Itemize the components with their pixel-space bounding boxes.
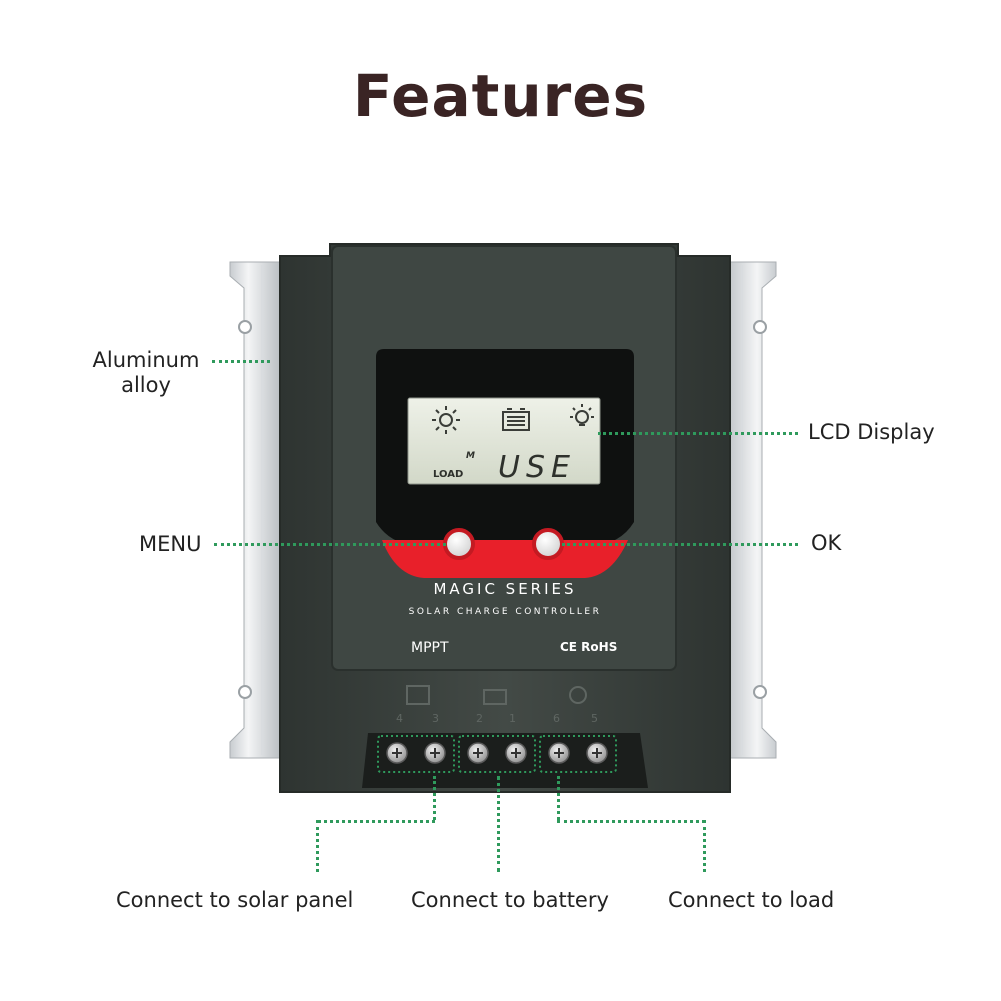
load-callout-line xyxy=(703,820,706,872)
battery-symbol-icon xyxy=(483,689,507,705)
solar-panel-symbol-icon xyxy=(406,685,430,705)
load-callout-line xyxy=(557,776,560,820)
ok-callout-line xyxy=(562,543,798,546)
series-label: MAGIC SERIES xyxy=(433,580,576,598)
terminal-number: 4 xyxy=(396,712,403,725)
terminal-number: 5 xyxy=(591,712,598,725)
aluminum-heatsink-left xyxy=(229,261,283,759)
solar-callout-line xyxy=(316,820,319,872)
battery-callout-line xyxy=(497,776,500,872)
red-band xyxy=(382,540,628,578)
solar-panel-label: Connect to solar panel xyxy=(116,888,354,912)
certification-label: CE RoHS xyxy=(560,640,617,654)
terminal-number: 6 xyxy=(553,712,560,725)
ok-label: OK xyxy=(811,531,842,555)
aluminum-alloy-label: Aluminum alloy xyxy=(92,348,200,398)
terminal-block xyxy=(362,733,648,788)
menu-label: MENU xyxy=(139,532,202,556)
terminal-groups xyxy=(377,735,617,773)
battery-icon xyxy=(502,408,530,431)
solar-callout-line xyxy=(433,776,436,820)
alloy-label-line: alloy xyxy=(121,373,171,397)
bulb-icon xyxy=(570,404,594,426)
menu-button[interactable] xyxy=(443,528,475,560)
subtitle-label: SOLAR CHARGE CONTROLLER xyxy=(409,607,602,617)
battery-label: Connect to battery xyxy=(411,888,609,912)
lcd-main-text: USE xyxy=(498,450,576,485)
terminal-symbols xyxy=(406,685,587,705)
terminal-number: 1 xyxy=(509,712,516,725)
lcd-display-label: LCD Display xyxy=(808,420,935,444)
solar-callout-line xyxy=(318,820,435,823)
bulb-symbol-icon xyxy=(569,686,587,704)
lcd-callout-line xyxy=(598,432,798,435)
lcd-load-label: LOAD xyxy=(433,469,463,480)
ok-button[interactable] xyxy=(532,528,564,560)
aluminum-callout-line xyxy=(212,360,270,363)
terminal-number: 2 xyxy=(476,712,483,725)
terminal-number: 3 xyxy=(432,712,439,725)
load-callout-line xyxy=(557,820,705,823)
mppt-label: MPPT xyxy=(411,640,449,656)
sun-icon xyxy=(432,406,460,434)
load-label: Connect to load xyxy=(668,888,835,912)
aluminum-heatsink-right xyxy=(721,261,777,759)
aluminum-label-line: Aluminum xyxy=(92,348,200,372)
menu-callout-line xyxy=(214,543,446,546)
lcd-m-label: M xyxy=(466,451,475,461)
page-title: Features xyxy=(352,62,649,130)
